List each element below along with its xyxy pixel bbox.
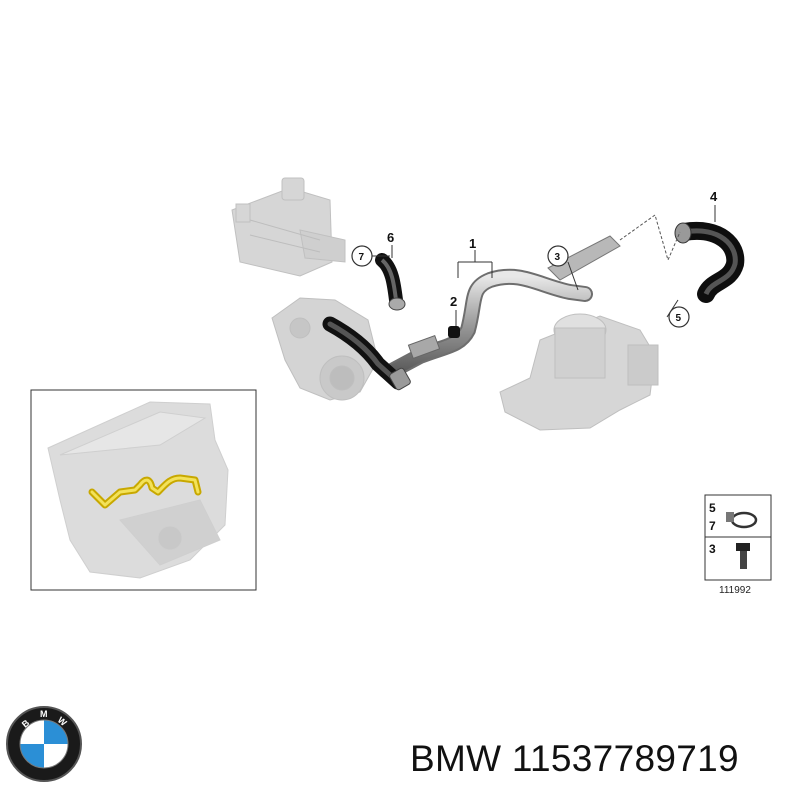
hose-part-6 <box>375 253 406 311</box>
egr-cooler-ghost <box>231 177 346 277</box>
callout-2: 2 <box>450 294 457 309</box>
svg-text:4: 4 <box>710 189 718 204</box>
svg-text:7: 7 <box>359 252 365 263</box>
svg-text:5: 5 <box>676 313 682 324</box>
callout-1: 1 <box>469 236 476 251</box>
leader-lines <box>372 205 716 326</box>
bolt-part-2 <box>448 326 460 338</box>
coolant-pipe <box>382 235 621 380</box>
callout-3: 3 <box>547 245 569 267</box>
svg-text:3: 3 <box>555 252 561 263</box>
svg-text:1: 1 <box>469 236 476 251</box>
bolt-icon <box>736 543 750 569</box>
svg-text:111992: 111992 <box>719 585 751 596</box>
hose-clamp-icon <box>726 511 758 529</box>
part-number: 11537789719 <box>511 738 739 779</box>
engine-inset <box>30 389 257 591</box>
break-line <box>619 214 681 262</box>
pump-housing-ghost <box>271 297 379 401</box>
part-caption: BMW 11537789719 <box>410 738 795 788</box>
svg-text:2: 2 <box>450 294 457 309</box>
oil-filter-housing-ghost <box>499 313 659 431</box>
callout-5: 5 <box>668 306 690 328</box>
parts-legend: 5 7 3 111992 <box>704 494 772 596</box>
callout-4: 4 <box>710 189 718 204</box>
brand-name: BMW <box>410 738 502 779</box>
svg-text:B: B <box>20 717 32 729</box>
bmw-logo: B M W <box>4 704 84 784</box>
svg-text:M: M <box>40 709 48 719</box>
callout-6: 6 <box>387 230 394 245</box>
hose-part-4 <box>674 221 745 303</box>
svg-text:5: 5 <box>709 501 716 515</box>
svg-text:3: 3 <box>709 542 716 556</box>
callout-7: 7 <box>351 245 373 267</box>
hose-left <box>322 316 411 391</box>
svg-text:6: 6 <box>387 230 394 245</box>
inset-highlighted-pipe <box>88 474 202 509</box>
svg-text:7: 7 <box>709 519 716 533</box>
